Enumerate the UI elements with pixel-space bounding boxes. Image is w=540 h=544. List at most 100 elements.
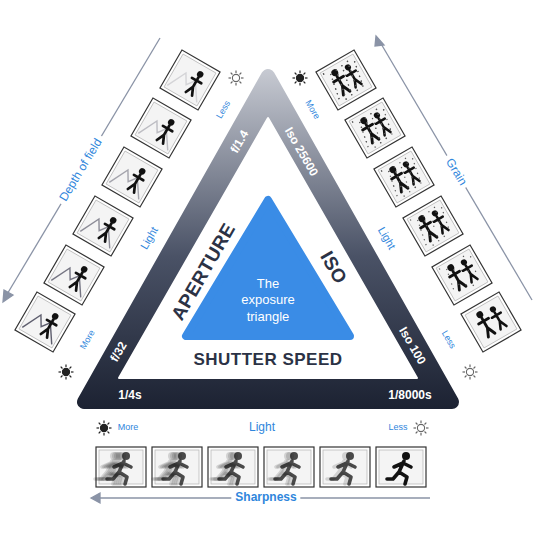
arrow-head [375, 36, 384, 46]
grain-dot [420, 229, 422, 231]
grain-dot [353, 80, 355, 82]
grain-dot [348, 65, 350, 67]
sun-ray [474, 376, 476, 378]
grain-dot [427, 230, 429, 232]
grain-dot [410, 172, 412, 174]
mountain-outline [51, 263, 90, 297]
grain-dot [369, 132, 371, 134]
grain-dot [398, 181, 400, 183]
sun-ray [465, 376, 467, 378]
grain-dot [348, 65, 350, 67]
grain-dot [342, 89, 344, 91]
frame-inner [106, 151, 158, 203]
figure-body [332, 73, 352, 96]
grain-dot [349, 89, 351, 91]
grain-dot [337, 93, 339, 95]
grain-dot [446, 269, 448, 271]
grain-dot [373, 123, 375, 125]
sun-ray [420, 421, 421, 424]
axis-title: Grain [441, 153, 472, 192]
grain-dot [335, 88, 337, 90]
frame-border [345, 98, 405, 158]
grain-dot [429, 235, 431, 237]
grain-dot [355, 66, 357, 68]
grain-dot [372, 118, 374, 120]
grain-dot [389, 128, 391, 130]
grain-dot [359, 122, 361, 124]
grain-dot [333, 83, 335, 85]
grain-dot [354, 61, 356, 63]
frame-inner [211, 450, 255, 484]
sun-ray [304, 82, 306, 84]
grain-dot [472, 285, 474, 287]
grain-dot [439, 221, 441, 223]
figure-body [155, 123, 174, 145]
grain-dot [371, 137, 373, 139]
grain-dot [463, 256, 465, 258]
grain-dot [388, 171, 390, 173]
frame-inner [320, 54, 372, 106]
grain-dot [434, 207, 436, 209]
mountain-outline [109, 165, 148, 199]
grain-dot [448, 273, 450, 275]
axis-title: Depth of field [55, 133, 107, 207]
example-frame [131, 98, 191, 158]
frame-border [264, 447, 314, 487]
grain-dot [339, 79, 341, 81]
grain-dot [406, 162, 408, 164]
frame-inner [465, 296, 517, 348]
grain-dot [381, 170, 383, 172]
grain-dot [347, 61, 349, 63]
grain-dot [409, 191, 411, 193]
grain-dot [361, 126, 363, 128]
frame-inner [48, 249, 100, 301]
grain-dot [388, 123, 390, 125]
grain-dot [362, 131, 364, 133]
scale-end: More [118, 423, 139, 433]
frame-inner [378, 151, 430, 203]
grain-dot [404, 176, 406, 178]
frame-inner [164, 54, 216, 106]
grain-dot [344, 93, 346, 95]
grain-dot [347, 61, 349, 63]
grain-dot [354, 61, 356, 63]
grain-dot [323, 73, 325, 75]
exposure-triangle: The exposure triangle [178, 190, 358, 344]
grain-dot [385, 138, 387, 140]
example-frame [432, 245, 492, 305]
grain-dot [377, 113, 379, 115]
figure-body [490, 310, 508, 331]
runner-head [346, 452, 354, 460]
axis-title: Sharpness [231, 491, 300, 504]
grain-dot [360, 80, 362, 82]
figure-body [432, 214, 450, 235]
grain-dot [394, 166, 396, 168]
grain-dot [346, 79, 348, 81]
grain-dot [342, 89, 344, 91]
sun-ray [71, 371, 74, 372]
grain-dot [424, 220, 426, 222]
frame-border [376, 447, 426, 487]
grain-dot [345, 98, 347, 100]
grain-dot [395, 171, 397, 173]
grain-dot [415, 168, 417, 170]
grain-dot [336, 69, 338, 71]
example-frame [316, 50, 376, 110]
scale-end: More [79, 329, 98, 352]
frame-border [160, 50, 220, 110]
frame-border [152, 447, 202, 487]
grain-dot [362, 85, 364, 87]
sun-ray [425, 432, 427, 434]
grain-dot [420, 182, 422, 184]
grain-dot [428, 211, 430, 213]
grain-dot [380, 142, 382, 144]
light-label: Light [138, 225, 160, 252]
grain-dot [381, 123, 383, 125]
grain-dot [366, 122, 368, 124]
grain-dot [438, 240, 440, 242]
grain-dot [378, 137, 380, 139]
grain-dot [356, 90, 358, 92]
grain-dot [381, 123, 383, 125]
sun-ray [103, 421, 104, 424]
grain-dot [332, 78, 334, 80]
